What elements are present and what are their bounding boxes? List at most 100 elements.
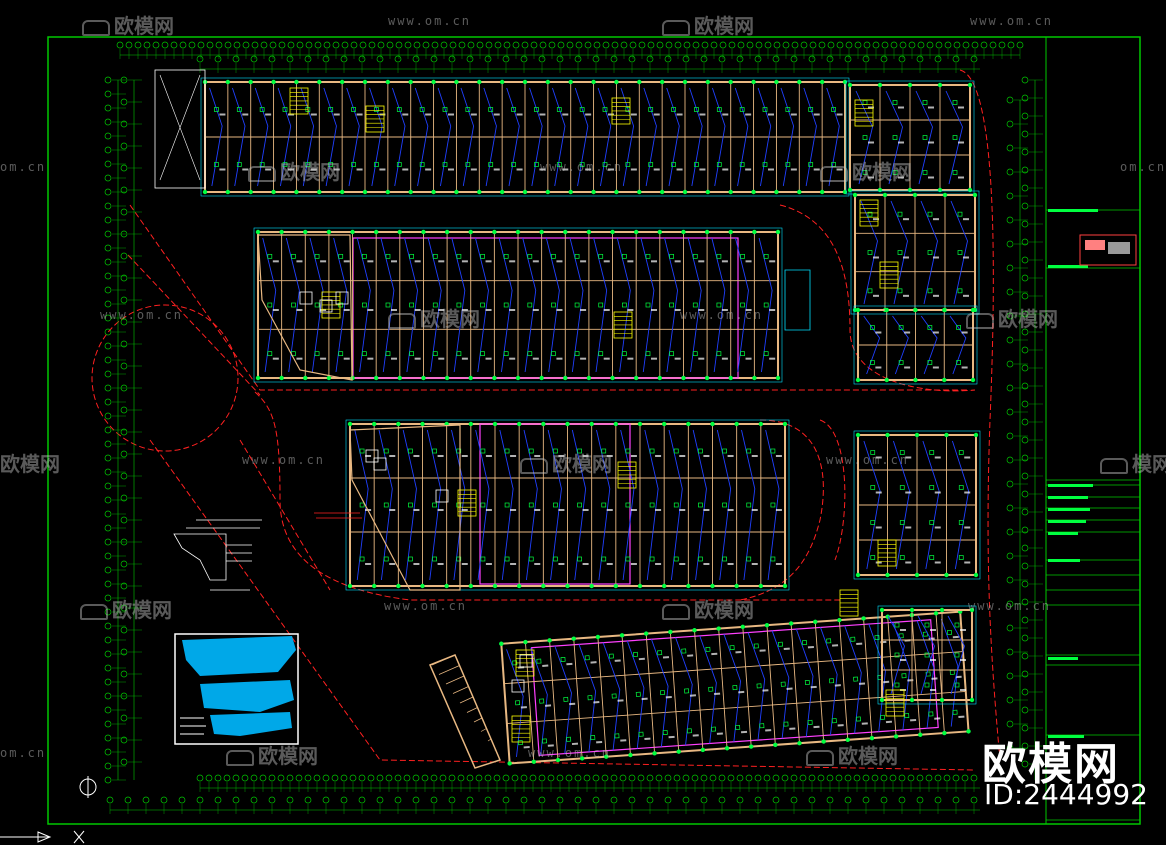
axis-bubble [1021, 508, 1029, 516]
room-label-bar [461, 509, 468, 511]
room-label-bar [751, 563, 758, 565]
room-label-bar [532, 357, 539, 360]
stair [854, 99, 874, 127]
column-marker [303, 229, 308, 235]
fixture-symbol [698, 502, 703, 508]
room-label-bar [960, 659, 966, 661]
wiring-run [735, 237, 749, 373]
wiring-run [498, 237, 513, 373]
room-label-bar [933, 256, 939, 259]
wiring-run [664, 237, 679, 373]
room-label-bar [356, 113, 363, 116]
axis-bubble [104, 482, 112, 490]
room-label-bar [875, 526, 882, 529]
axis-bubble [835, 774, 843, 782]
column-marker [637, 421, 643, 427]
room-label-bar [448, 168, 454, 171]
room-label-bar [875, 456, 882, 459]
room-label-bar [783, 647, 790, 651]
fixture-symbol [396, 162, 402, 167]
fixture-symbol [259, 107, 265, 112]
axis-bubble [104, 384, 112, 392]
room-label-bar [873, 294, 879, 297]
column-marker [967, 187, 973, 193]
axis-bubble [120, 648, 128, 656]
stair [515, 649, 535, 677]
axis-bubble [106, 796, 114, 804]
axis-bubble [431, 41, 439, 49]
fixture-symbol [850, 636, 856, 642]
axis-bubble [404, 41, 412, 49]
fixture-symbol [517, 740, 523, 746]
axis-bubble [120, 362, 128, 370]
room-label-bar [721, 357, 728, 360]
fixture-symbol [899, 520, 905, 525]
axis-bubble [1021, 184, 1029, 192]
column-marker [716, 626, 721, 631]
axis-bubble [304, 796, 312, 804]
fixture-symbol [649, 556, 655, 562]
fixture-symbol [898, 325, 904, 330]
room-label-bar [900, 659, 906, 661]
room-label-bar [582, 455, 589, 457]
axis-bubble [1006, 384, 1014, 392]
room-label-bar [703, 509, 710, 511]
title-block-text-bar [1048, 657, 1078, 660]
fixture-symbol [770, 448, 776, 454]
room-label-bar [807, 645, 814, 649]
wiring-run [803, 87, 817, 187]
room-label-bar [676, 113, 683, 116]
wiring-run [427, 237, 442, 373]
axis-bubble [104, 104, 112, 112]
fixture-symbol [351, 162, 356, 167]
axis-bubble [448, 774, 456, 782]
room-label-bar [510, 563, 517, 565]
fixture-symbol [686, 728, 692, 734]
axis-bubble [120, 98, 128, 106]
fixture-symbol [314, 351, 320, 357]
fixture-symbol [957, 288, 963, 294]
fixture-symbol [722, 502, 727, 508]
column-marker [499, 189, 505, 195]
room-label-bar [265, 168, 272, 171]
axis-bubble [120, 450, 128, 458]
fixture-symbol [601, 556, 607, 562]
fixture-symbol [958, 555, 964, 560]
axis-bubble [224, 41, 232, 49]
wiring-run [675, 637, 693, 746]
north-arrow-icon [79, 776, 97, 798]
room-label-bar [296, 260, 303, 263]
fixture-symbol [735, 724, 741, 730]
axis-bubble [547, 774, 555, 782]
column-marker [969, 607, 975, 613]
room-label-bar [558, 509, 565, 511]
wiring-run [596, 429, 611, 581]
wiring-run [844, 625, 862, 734]
room-label-bar [296, 357, 303, 360]
axis-bubble [764, 41, 772, 49]
axis-bubble [512, 41, 520, 49]
column-marker [396, 421, 401, 427]
room-label-bar [745, 113, 752, 116]
fixture-symbol [924, 652, 930, 658]
column-marker [869, 735, 875, 741]
fixture-symbol [527, 253, 533, 259]
room-label-bar [580, 260, 587, 263]
fixture-symbol [456, 556, 462, 562]
axis-bubble [233, 41, 241, 49]
room-label-bar [333, 113, 340, 116]
room-label-bar [585, 168, 592, 171]
fixture-symbol [504, 502, 510, 508]
title-block [1045, 36, 1141, 825]
wiring-run [917, 615, 935, 695]
axis-bubble [120, 296, 128, 304]
column-marker [225, 189, 231, 195]
column-marker [591, 79, 596, 85]
axis-bubble [120, 164, 128, 172]
column-marker [396, 583, 401, 589]
column-marker [885, 572, 890, 578]
column-marker [202, 189, 208, 195]
column-marker [773, 742, 778, 748]
room-label-bar [934, 561, 941, 564]
axis-bubble [287, 41, 295, 49]
